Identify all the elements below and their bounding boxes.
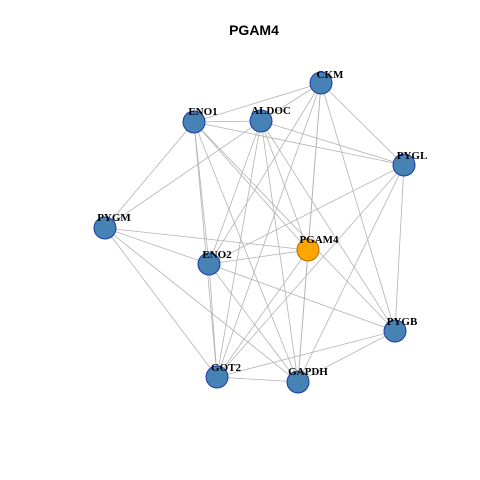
edge-ckm-pygb [320, 82, 396, 332]
node-circle-eno2[interactable] [197, 252, 221, 276]
node-label-pygm: PYGM [97, 212, 131, 224]
edge-eno1-pygb [193, 121, 396, 332]
node-label-got2: GOT2 [211, 362, 241, 374]
edge-pgam4-gapdh [297, 249, 309, 383]
edge-aldoc-gapdh [260, 120, 299, 383]
node-circle-pygl[interactable] [392, 153, 416, 177]
edge-ckm-pygl [320, 82, 405, 166]
edge-pygl-pygb [394, 164, 405, 332]
edge-eno1-pygm [104, 121, 195, 229]
node-label-pygl: PYGL [397, 150, 428, 162]
edge-pygl-gapdh [297, 164, 405, 383]
edge-layer [104, 82, 405, 383]
node-label-pygb: PYGB [387, 316, 418, 328]
edge-aldoc-pgam4 [260, 120, 309, 251]
node-circle-pygm[interactable] [93, 216, 117, 240]
edge-pygm-eno2 [104, 227, 210, 265]
node-eno1[interactable]: ENO1 [182, 106, 218, 134]
node-label-eno2: ENO2 [202, 249, 232, 261]
edge-aldoc-pygm [104, 120, 262, 229]
node-got2[interactable]: GOT2 [205, 362, 241, 389]
edge-got2-gapdh [216, 376, 299, 383]
edge-ckm-eno1 [193, 82, 322, 123]
node-eno2[interactable]: ENO2 [197, 249, 232, 276]
node-pygl[interactable]: PYGL [392, 150, 428, 177]
edge-eno1-gapdh [193, 121, 299, 383]
edge-eno1-pygl [193, 121, 405, 166]
edge-eno1-pgam4 [193, 121, 309, 251]
node-label-ckm: CKM [317, 69, 345, 81]
node-label-aldoc: ALDOC [251, 105, 291, 117]
node-pygb[interactable]: PYGB [383, 316, 418, 343]
edge-ckm-eno2 [208, 82, 322, 265]
node-ckm[interactable]: CKM [309, 69, 345, 95]
node-pygm[interactable]: PYGM [93, 212, 131, 240]
edge-ckm-got2 [216, 82, 322, 378]
edge-pygm-pgam4 [104, 227, 309, 251]
edge-eno2-pygb [208, 263, 396, 332]
edge-pygl-eno2 [208, 164, 405, 265]
node-aldoc[interactable]: ALDOC [249, 105, 291, 133]
node-label-pgam4: PGAM4 [299, 234, 339, 246]
edge-aldoc-pygb [260, 120, 396, 332]
edge-eno2-pgam4 [208, 249, 309, 265]
edge-pygb-gapdh [297, 330, 396, 383]
edge-pygb-got2 [216, 330, 396, 378]
node-circle-eno1[interactable] [182, 110, 206, 134]
node-circle-pygb[interactable] [383, 319, 407, 343]
node-circle-got2[interactable] [205, 365, 229, 389]
edge-aldoc-pygl [260, 120, 405, 166]
edge-eno2-gapdh [208, 263, 299, 383]
edge-eno2-got2 [208, 263, 218, 378]
node-label-eno1: ENO1 [188, 106, 217, 118]
node-pgam4[interactable]: PGAM4 [296, 234, 339, 262]
edge-pygm-got2 [104, 227, 218, 378]
node-circle-ckm[interactable] [309, 71, 333, 95]
node-circle-gapdh[interactable] [286, 370, 310, 394]
edge-pygm-gapdh [104, 227, 299, 383]
node-circle-pgam4[interactable] [296, 238, 320, 262]
node-label-gapdh: GAPDH [288, 366, 328, 378]
edge-ckm-pgam4 [307, 82, 322, 251]
edge-pygl-got2 [216, 164, 405, 378]
graph-title: PGAM4 [229, 22, 279, 38]
node-circle-aldoc[interactable] [249, 109, 273, 133]
edge-pgam4-got2 [216, 249, 309, 378]
edge-ckm-aldoc [260, 82, 322, 122]
node-gapdh[interactable]: GAPDH [286, 366, 328, 394]
